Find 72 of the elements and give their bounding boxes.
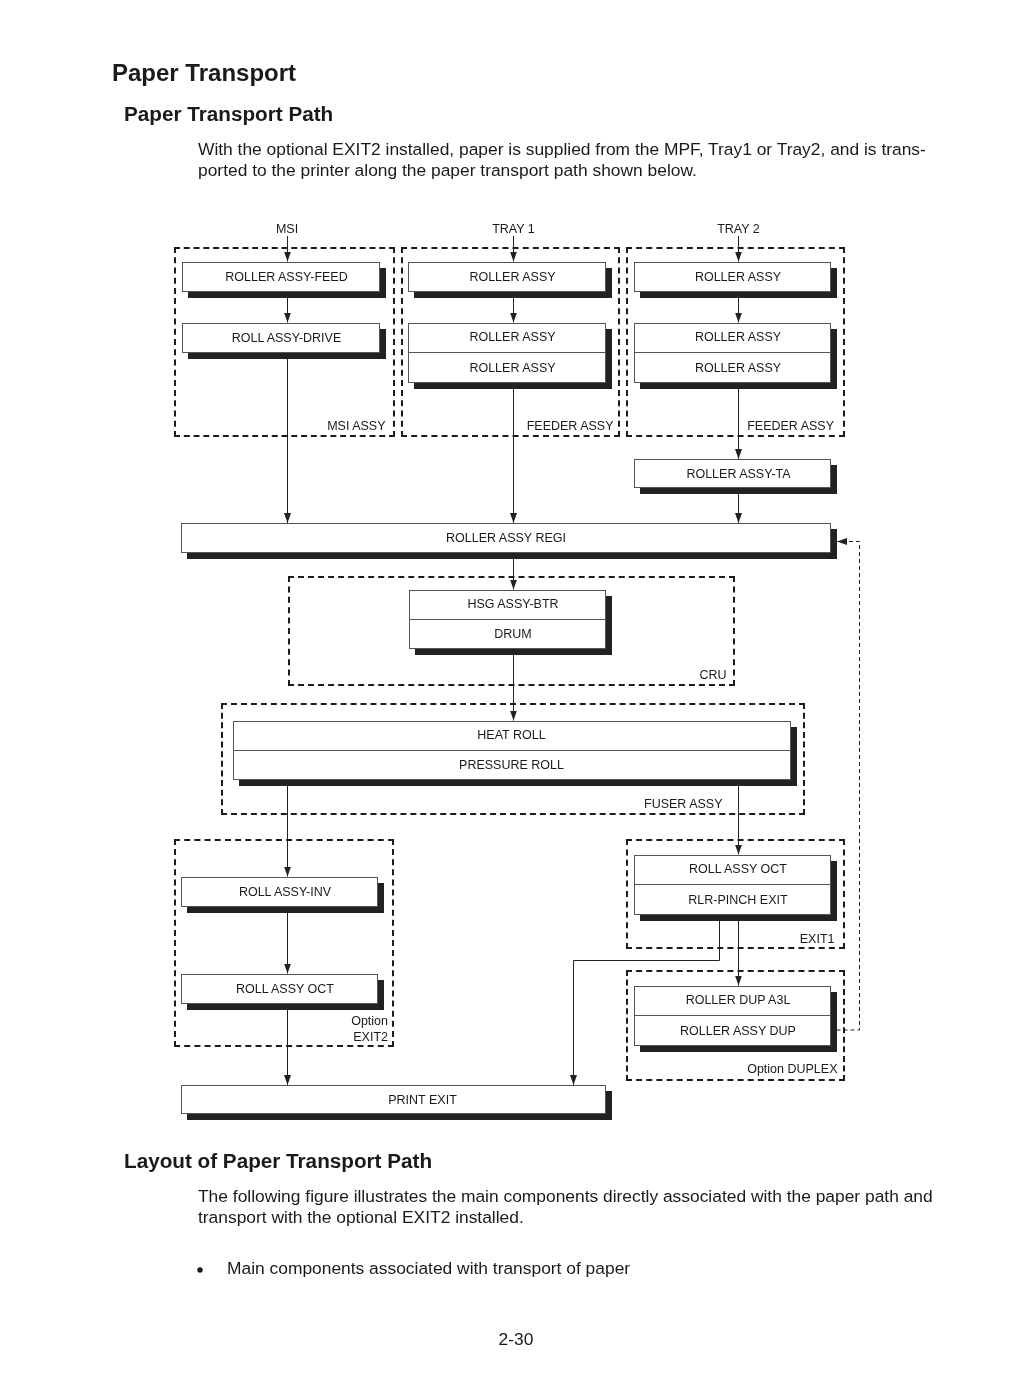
arrow bbox=[510, 654, 517, 721]
component-box bbox=[633, 322, 837, 389]
component-label: HSG ASSY-BTR bbox=[466, 596, 560, 613]
assembly-group bbox=[221, 703, 805, 815]
component-box: ROLL ASSY-INV bbox=[180, 876, 384, 913]
assembly-group bbox=[174, 247, 395, 437]
dashed-arrow bbox=[836, 538, 860, 1031]
assembly-group bbox=[174, 839, 394, 1047]
group-label: FEEDER ASSY bbox=[526, 419, 614, 433]
component-label: ROLLER ASSY bbox=[633, 352, 831, 383]
assembly-group bbox=[401, 247, 620, 437]
page-title: Paper Transport bbox=[112, 59, 297, 87]
component-box: ROLL ASSY OCT bbox=[180, 973, 384, 1010]
assembly-group bbox=[626, 970, 845, 1081]
component-box: ROLLER ASSY-FEED bbox=[181, 261, 386, 298]
component-label: ROLLER ASSY bbox=[468, 329, 557, 347]
assembly-group bbox=[288, 576, 735, 686]
component-label: DRUM bbox=[408, 618, 606, 649]
group-label: MSI ASSY bbox=[327, 419, 386, 433]
arrow bbox=[510, 558, 517, 590]
arrow bbox=[735, 493, 742, 524]
source-label: TRAY 1 bbox=[492, 222, 535, 236]
page-number: 2-30 bbox=[498, 1329, 534, 1350]
component-label: ROLLER ASSY bbox=[693, 329, 783, 347]
component-box: ROLLER ASSY bbox=[633, 261, 837, 298]
arrow bbox=[510, 388, 517, 524]
arrow bbox=[284, 358, 291, 524]
source-label: TRAY 2 bbox=[717, 222, 760, 236]
group-label: EXIT1 bbox=[799, 931, 835, 946]
assembly-group bbox=[626, 839, 845, 949]
component-label: ROLLER ASSY DUP bbox=[633, 1015, 831, 1046]
group-label: FUSER ASSY bbox=[644, 797, 723, 811]
arrow bbox=[735, 388, 742, 460]
component-box bbox=[633, 854, 837, 921]
component-box: ROLL ASSY-DRIVE bbox=[181, 322, 386, 359]
component-box: PRINT EXIT bbox=[181, 1085, 612, 1120]
group-label: Option DUPLEX bbox=[747, 1062, 838, 1077]
arrow bbox=[735, 297, 742, 323]
group-label: Option EXIT2 bbox=[350, 1013, 388, 1045]
arrow bbox=[284, 912, 291, 974]
component-label: RLR-PINCH EXIT bbox=[633, 884, 831, 915]
arrow bbox=[735, 235, 742, 262]
source-label: MSI bbox=[275, 222, 299, 236]
arrow bbox=[284, 297, 291, 323]
component-label: HEAT ROLL bbox=[476, 727, 547, 744]
component-box bbox=[633, 985, 837, 1052]
group-label: CRU bbox=[699, 668, 727, 682]
component-box: ROLLER ASSY-TA bbox=[634, 459, 837, 494]
component-box bbox=[232, 720, 797, 786]
arrow bbox=[510, 235, 517, 262]
component-box: ROLLER ASSY bbox=[407, 261, 612, 298]
component-box bbox=[408, 589, 612, 655]
section-heading: Paper Transport Path bbox=[124, 102, 334, 125]
component-label: ROLLER DUP A3L bbox=[684, 992, 792, 1010]
component-box: ROLLER ASSY REGI bbox=[181, 523, 837, 559]
arrow bbox=[570, 920, 720, 1086]
component-box bbox=[407, 322, 612, 389]
component-label: ROLLER ASSY bbox=[407, 352, 606, 383]
arrow bbox=[510, 297, 517, 323]
arrow bbox=[284, 1009, 291, 1086]
component-label: PRESSURE ROLL bbox=[232, 749, 791, 780]
arrow bbox=[284, 785, 291, 877]
section-heading: Layout of Paper Transport Path bbox=[124, 1149, 433, 1172]
component-label: ROLL ASSY OCT bbox=[688, 861, 788, 879]
group-label: FEEDER ASSY bbox=[747, 419, 834, 433]
arrow bbox=[735, 785, 742, 855]
list-item-text: Main components associated with transport of paper bbox=[227, 1258, 631, 1279]
arrow bbox=[284, 235, 291, 262]
paragraph: With the optional EXIT2 installed, paper is supplied from the MPF, Tray1 or Tray2, and is trans-ported to the printer along the paper transport path shown below. bbox=[198, 139, 927, 181]
paragraph: The following figure illustrates the main components directly associated with the paper path and transport with the optional EXIT2 installed. bbox=[198, 1185, 934, 1228]
assembly-group bbox=[626, 247, 845, 437]
arrow bbox=[735, 920, 742, 986]
